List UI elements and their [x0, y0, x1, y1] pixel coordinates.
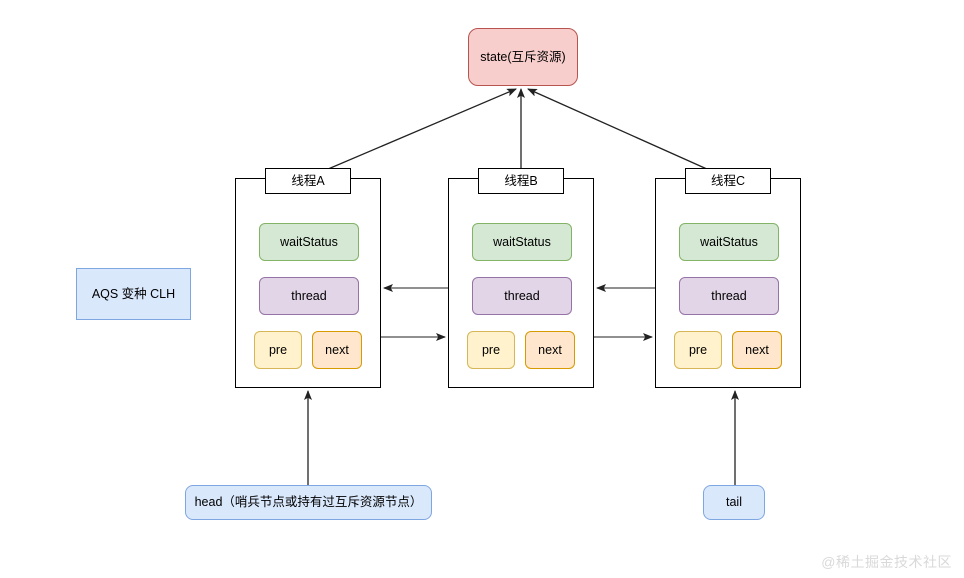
- thread-node-c[interactable]: 线程C waitStatus thread pre next: [655, 168, 801, 388]
- field-waitstatus-b[interactable]: waitStatus: [472, 223, 572, 261]
- field-pre-c[interactable]: pre: [674, 331, 722, 369]
- head-note-node[interactable]: head（哨兵节点或持有过互斥资源节点）: [185, 485, 432, 520]
- field-pre-a[interactable]: pre: [254, 331, 302, 369]
- field-next-b[interactable]: next: [525, 331, 575, 369]
- edge-thread-a-to-state: [306, 88, 517, 179]
- thread-node-a[interactable]: 线程A waitStatus thread pre next: [235, 168, 381, 388]
- tail-note-node[interactable]: tail: [703, 485, 765, 520]
- field-pre-b[interactable]: pre: [467, 331, 515, 369]
- state-node[interactable]: state(互斥资源): [468, 28, 578, 86]
- thread-node-c-title: 线程C: [685, 168, 771, 194]
- field-next-a[interactable]: next: [312, 331, 362, 369]
- thread-node-a-title: 线程A: [265, 168, 351, 194]
- aqs-note-node[interactable]: AQS 变种 CLH: [76, 268, 191, 320]
- field-thread-b[interactable]: thread: [472, 277, 572, 315]
- thread-node-b-title: 线程B: [478, 168, 564, 194]
- field-waitstatus-a[interactable]: waitStatus: [259, 223, 359, 261]
- thread-node-b[interactable]: 线程B waitStatus thread pre next: [448, 168, 594, 388]
- field-waitstatus-c[interactable]: waitStatus: [679, 223, 779, 261]
- aqs-note-label: AQS 变种 CLH: [91, 286, 176, 301]
- field-thread-c[interactable]: thread: [679, 277, 779, 315]
- field-next-c[interactable]: next: [732, 331, 782, 369]
- tail-note-label: tail: [726, 495, 742, 509]
- edge-thread-c-to-state: [527, 88, 728, 179]
- state-node-label: state(互斥资源): [480, 49, 566, 64]
- field-thread-a[interactable]: thread: [259, 277, 359, 315]
- head-note-label: head（哨兵节点或持有过互斥资源节点）: [194, 495, 423, 509]
- watermark: @稀土掘金技术社区: [821, 554, 952, 570]
